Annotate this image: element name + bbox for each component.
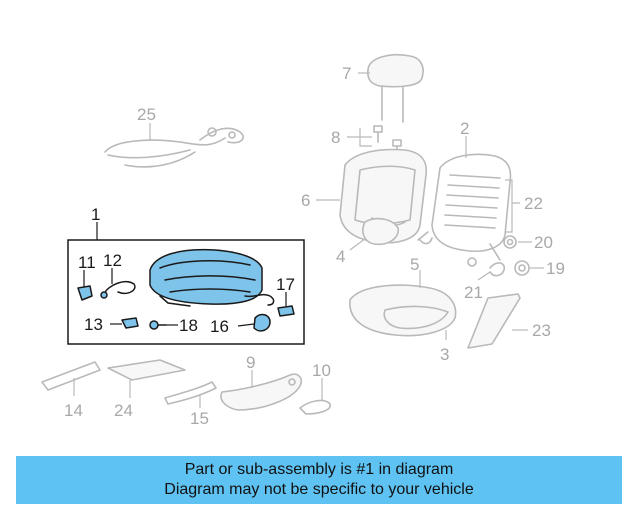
callout-12: 12	[103, 251, 122, 270]
part-5-cushion-cover	[349, 284, 457, 337]
part-19-ring	[514, 260, 530, 276]
part-24-pad	[107, 359, 186, 381]
callout-21: 21	[464, 283, 483, 302]
callout-15: 15	[190, 409, 209, 428]
callout-20: 20	[534, 233, 553, 252]
part-2-seatback-frame	[417, 153, 512, 267]
part-11-bracket	[77, 285, 93, 301]
callout-6: 6	[301, 191, 310, 210]
callout-2: 2	[460, 119, 469, 138]
callout-14: 14	[64, 401, 83, 420]
leader-21	[477, 271, 491, 281]
callout-25: 25	[137, 105, 156, 124]
callout-16: 16	[210, 317, 229, 336]
leader-4	[349, 237, 367, 251]
callout-23: 23	[532, 321, 551, 340]
callout-13: 13	[84, 315, 103, 334]
callout-4: 4	[336, 247, 345, 266]
part-20-knob	[503, 235, 517, 249]
callout-9: 9	[246, 353, 255, 372]
callout-7: 7	[342, 64, 351, 83]
part-18-screw	[149, 320, 167, 330]
callout-17: 17	[276, 275, 295, 294]
part-7-headrest	[367, 54, 424, 123]
callout-18: 18	[179, 316, 198, 335]
part-1-assembly-box	[67, 239, 305, 345]
info-banner: Part or sub-assembly is #1 in diagram Di…	[16, 456, 622, 504]
part-14-side-trim	[41, 361, 101, 391]
leader-22	[505, 179, 520, 233]
part-13-clip	[121, 317, 139, 329]
part-12-cable	[100, 281, 136, 299]
part-25-seat-heater	[104, 127, 244, 168]
part-23-panel	[467, 293, 521, 349]
leader-16	[237, 323, 255, 327]
banner-line-part: Part or sub-assembly is #1 in diagram	[184, 461, 454, 478]
callout-1: 1	[91, 205, 100, 224]
banner-line-disclaimer: Diagram may not be specific to your vehi…	[164, 481, 474, 498]
callout-3: 3	[440, 345, 449, 364]
callout-8: 8	[331, 128, 340, 147]
callout-24: 24	[114, 401, 133, 420]
callout-11: 11	[78, 253, 96, 272]
callout-22: 22	[524, 194, 543, 213]
callout-19: 19	[546, 259, 565, 278]
part-21-clip	[489, 262, 506, 277]
seat-parts-diagram: 25 7 8 6 4 2 22	[41, 54, 565, 428]
callout-10: 10	[312, 361, 331, 380]
part-9-side-shield	[220, 373, 303, 411]
part-1-seat-frame	[149, 248, 275, 307]
part-17-connector	[277, 305, 295, 317]
part-10-handle	[299, 399, 331, 415]
leader-8	[347, 128, 372, 147]
part-16-motor	[253, 313, 271, 332]
callout-5: 5	[410, 255, 419, 274]
part-4-pad	[362, 217, 399, 246]
part-15-rail-cover	[164, 381, 217, 405]
